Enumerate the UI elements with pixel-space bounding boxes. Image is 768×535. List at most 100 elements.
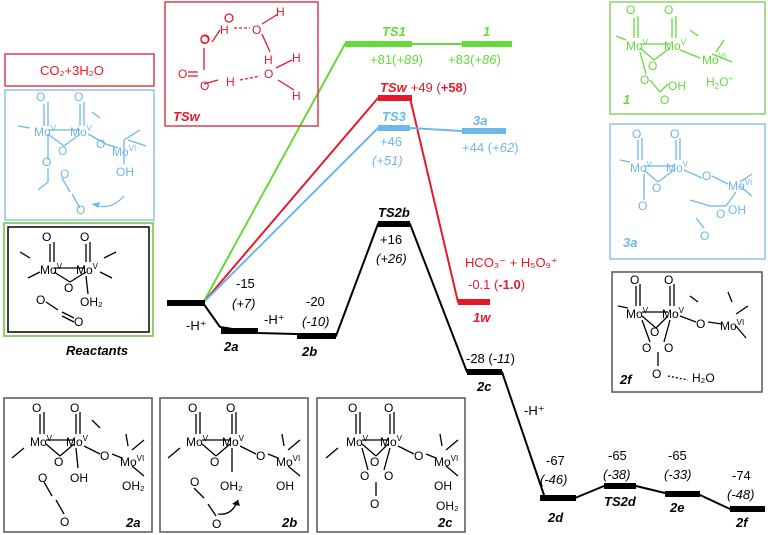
box-2f: O O MoV MoV O O MoVI O O O H₂O 2f — [611, 271, 763, 393]
reactants-header-box: CO₂+3H₂O — [4, 53, 155, 87]
label-ts1-name: TS1 — [382, 24, 406, 39]
svg-text:MoV: MoV — [664, 38, 687, 53]
box-2c-label: 2c — [437, 515, 453, 530]
svg-text:O: O — [638, 199, 647, 213]
svg-text:MoVI: MoVI — [434, 454, 458, 469]
label-2f-name: 2f — [735, 515, 749, 530]
svg-text:O: O — [256, 449, 265, 463]
svg-text:O: O — [54, 455, 63, 469]
label-2f-energy: -74 — [732, 468, 751, 483]
label-2a-energy: -15 — [236, 276, 255, 291]
box-reactants: O O MoV MoV O OH₂ O O Reactants — [3, 222, 154, 358]
label-tsw-energy: TSw+49 (+58) — [380, 80, 467, 95]
reactants-header: CO₂+3H₂O — [40, 63, 104, 78]
svg-text:O: O — [178, 67, 187, 81]
svg-text:O: O — [648, 59, 657, 73]
box-1: O O MoV MoV O MoVI O O OH H2O+ 1 — [609, 1, 766, 115]
svg-text:OH₂: OH₂ — [436, 499, 459, 513]
svg-text:O: O — [384, 469, 393, 483]
svg-text:OH: OH — [70, 471, 88, 485]
svg-text:O: O — [200, 33, 209, 47]
svg-text:O: O — [642, 341, 651, 355]
svg-text:MoVI: MoVI — [720, 318, 744, 333]
label-2b-energy: -20 — [306, 294, 325, 309]
svg-text:MoV: MoV — [630, 160, 653, 175]
svg-text:O: O — [60, 515, 69, 529]
label-2c-name: 2c — [476, 379, 492, 394]
level-bars — [167, 41, 765, 512]
svg-text:MoV: MoV — [76, 262, 99, 277]
svg-text:OH₂: OH₂ — [122, 479, 145, 493]
svg-text:O: O — [716, 207, 725, 221]
label-ts3-energy: +46 — [380, 134, 402, 149]
box-2b: O O MoV MoV O O MoVI OH OH₂ O O 2b — [159, 397, 309, 533]
svg-text:O: O — [626, 3, 635, 17]
reactants-label: Reactants — [66, 343, 128, 358]
label-2e-energy-paren: (-33) — [664, 467, 691, 482]
svg-text:MoV: MoV — [626, 306, 649, 321]
svg-text:O: O — [80, 230, 89, 244]
label-1-name: 1 — [483, 24, 490, 39]
svg-text:O: O — [360, 469, 369, 483]
svg-text:O: O — [640, 73, 649, 87]
label-1-energy: +83(+86) — [448, 52, 501, 67]
svg-text:O: O — [652, 367, 661, 381]
svg-text:O: O — [252, 23, 261, 37]
svg-text:O: O — [414, 449, 423, 463]
label-2e-name: 2e — [669, 500, 684, 515]
label-ts1-energy: +81(+89) — [370, 52, 423, 67]
label-2a-name: 2a — [223, 339, 238, 354]
box-2c: O O MoV MoV O O MoVI OH OH₂ O O O 2c — [316, 397, 466, 533]
box-blue-reactant — [4, 89, 155, 221]
box-2a: O O MoV MoV O O MoVI OH OH₂ O O 2a — [3, 397, 153, 533]
label-2c-minus-h: -H⁺ — [524, 403, 545, 418]
svg-text:H: H — [264, 53, 273, 67]
svg-text:O: O — [210, 455, 219, 469]
svg-text:MoV: MoV — [34, 124, 57, 139]
label-ts3-energy-paren: (+51) — [372, 153, 403, 168]
svg-text:O: O — [38, 471, 47, 485]
svg-text:MoV: MoV — [380, 434, 403, 449]
svg-text:O: O — [660, 93, 669, 107]
svg-text:H: H — [226, 75, 235, 89]
svg-text:O: O — [200, 79, 209, 93]
svg-text:H: H — [292, 89, 301, 103]
energy-labels: TS1 +81(+89) 1 +83(+86) TSw+49 (+58) TS3… — [186, 24, 754, 530]
svg-text:MoVI: MoVI — [276, 454, 300, 469]
svg-text:O: O — [664, 273, 673, 287]
svg-text:O: O — [370, 455, 379, 469]
svg-text:MoV: MoV — [662, 306, 685, 321]
svg-text:OH: OH — [116, 165, 134, 179]
box-2a-label: 2a — [125, 515, 140, 530]
label-2d-energy-paren: (-46) — [540, 472, 567, 487]
svg-text:MoV: MoV — [30, 434, 53, 449]
svg-text:MoVI: MoVI — [112, 144, 136, 159]
svg-text:O: O — [652, 181, 661, 195]
box-3a-label: 3a — [623, 235, 637, 250]
svg-text:O: O — [188, 401, 197, 415]
svg-text:O: O — [650, 325, 659, 339]
svg-text:O: O — [700, 229, 709, 243]
svg-text:MoVI: MoVI — [120, 454, 144, 469]
box-1-label: 1 — [623, 92, 630, 107]
label-ts2d-energy: -65 — [608, 448, 627, 463]
svg-text:O: O — [42, 155, 51, 169]
svg-text:OH: OH — [434, 479, 452, 493]
label-ts2d-name: TS2d — [604, 494, 637, 509]
box-tsw: O H O H H O O H O H H TSw — [164, 1, 319, 127]
svg-text:MoV: MoV — [222, 434, 245, 449]
label-2a-minus-h: -H⁺ — [186, 318, 207, 333]
svg-text:O: O — [96, 137, 105, 151]
svg-text:MoV: MoV — [186, 434, 209, 449]
svg-text:H: H — [220, 23, 229, 37]
svg-text:O: O — [630, 273, 639, 287]
svg-text:MoV: MoV — [70, 124, 93, 139]
label-2b-minus-h: -H⁺ — [264, 312, 285, 327]
box-2f-water: H₂O — [692, 371, 715, 385]
svg-text:O: O — [74, 315, 83, 329]
svg-text:OH: OH — [276, 479, 294, 493]
svg-text:OH₂: OH₂ — [80, 295, 103, 309]
label-ts2b-energy: +16 — [380, 232, 402, 247]
svg-text:O: O — [76, 203, 85, 217]
